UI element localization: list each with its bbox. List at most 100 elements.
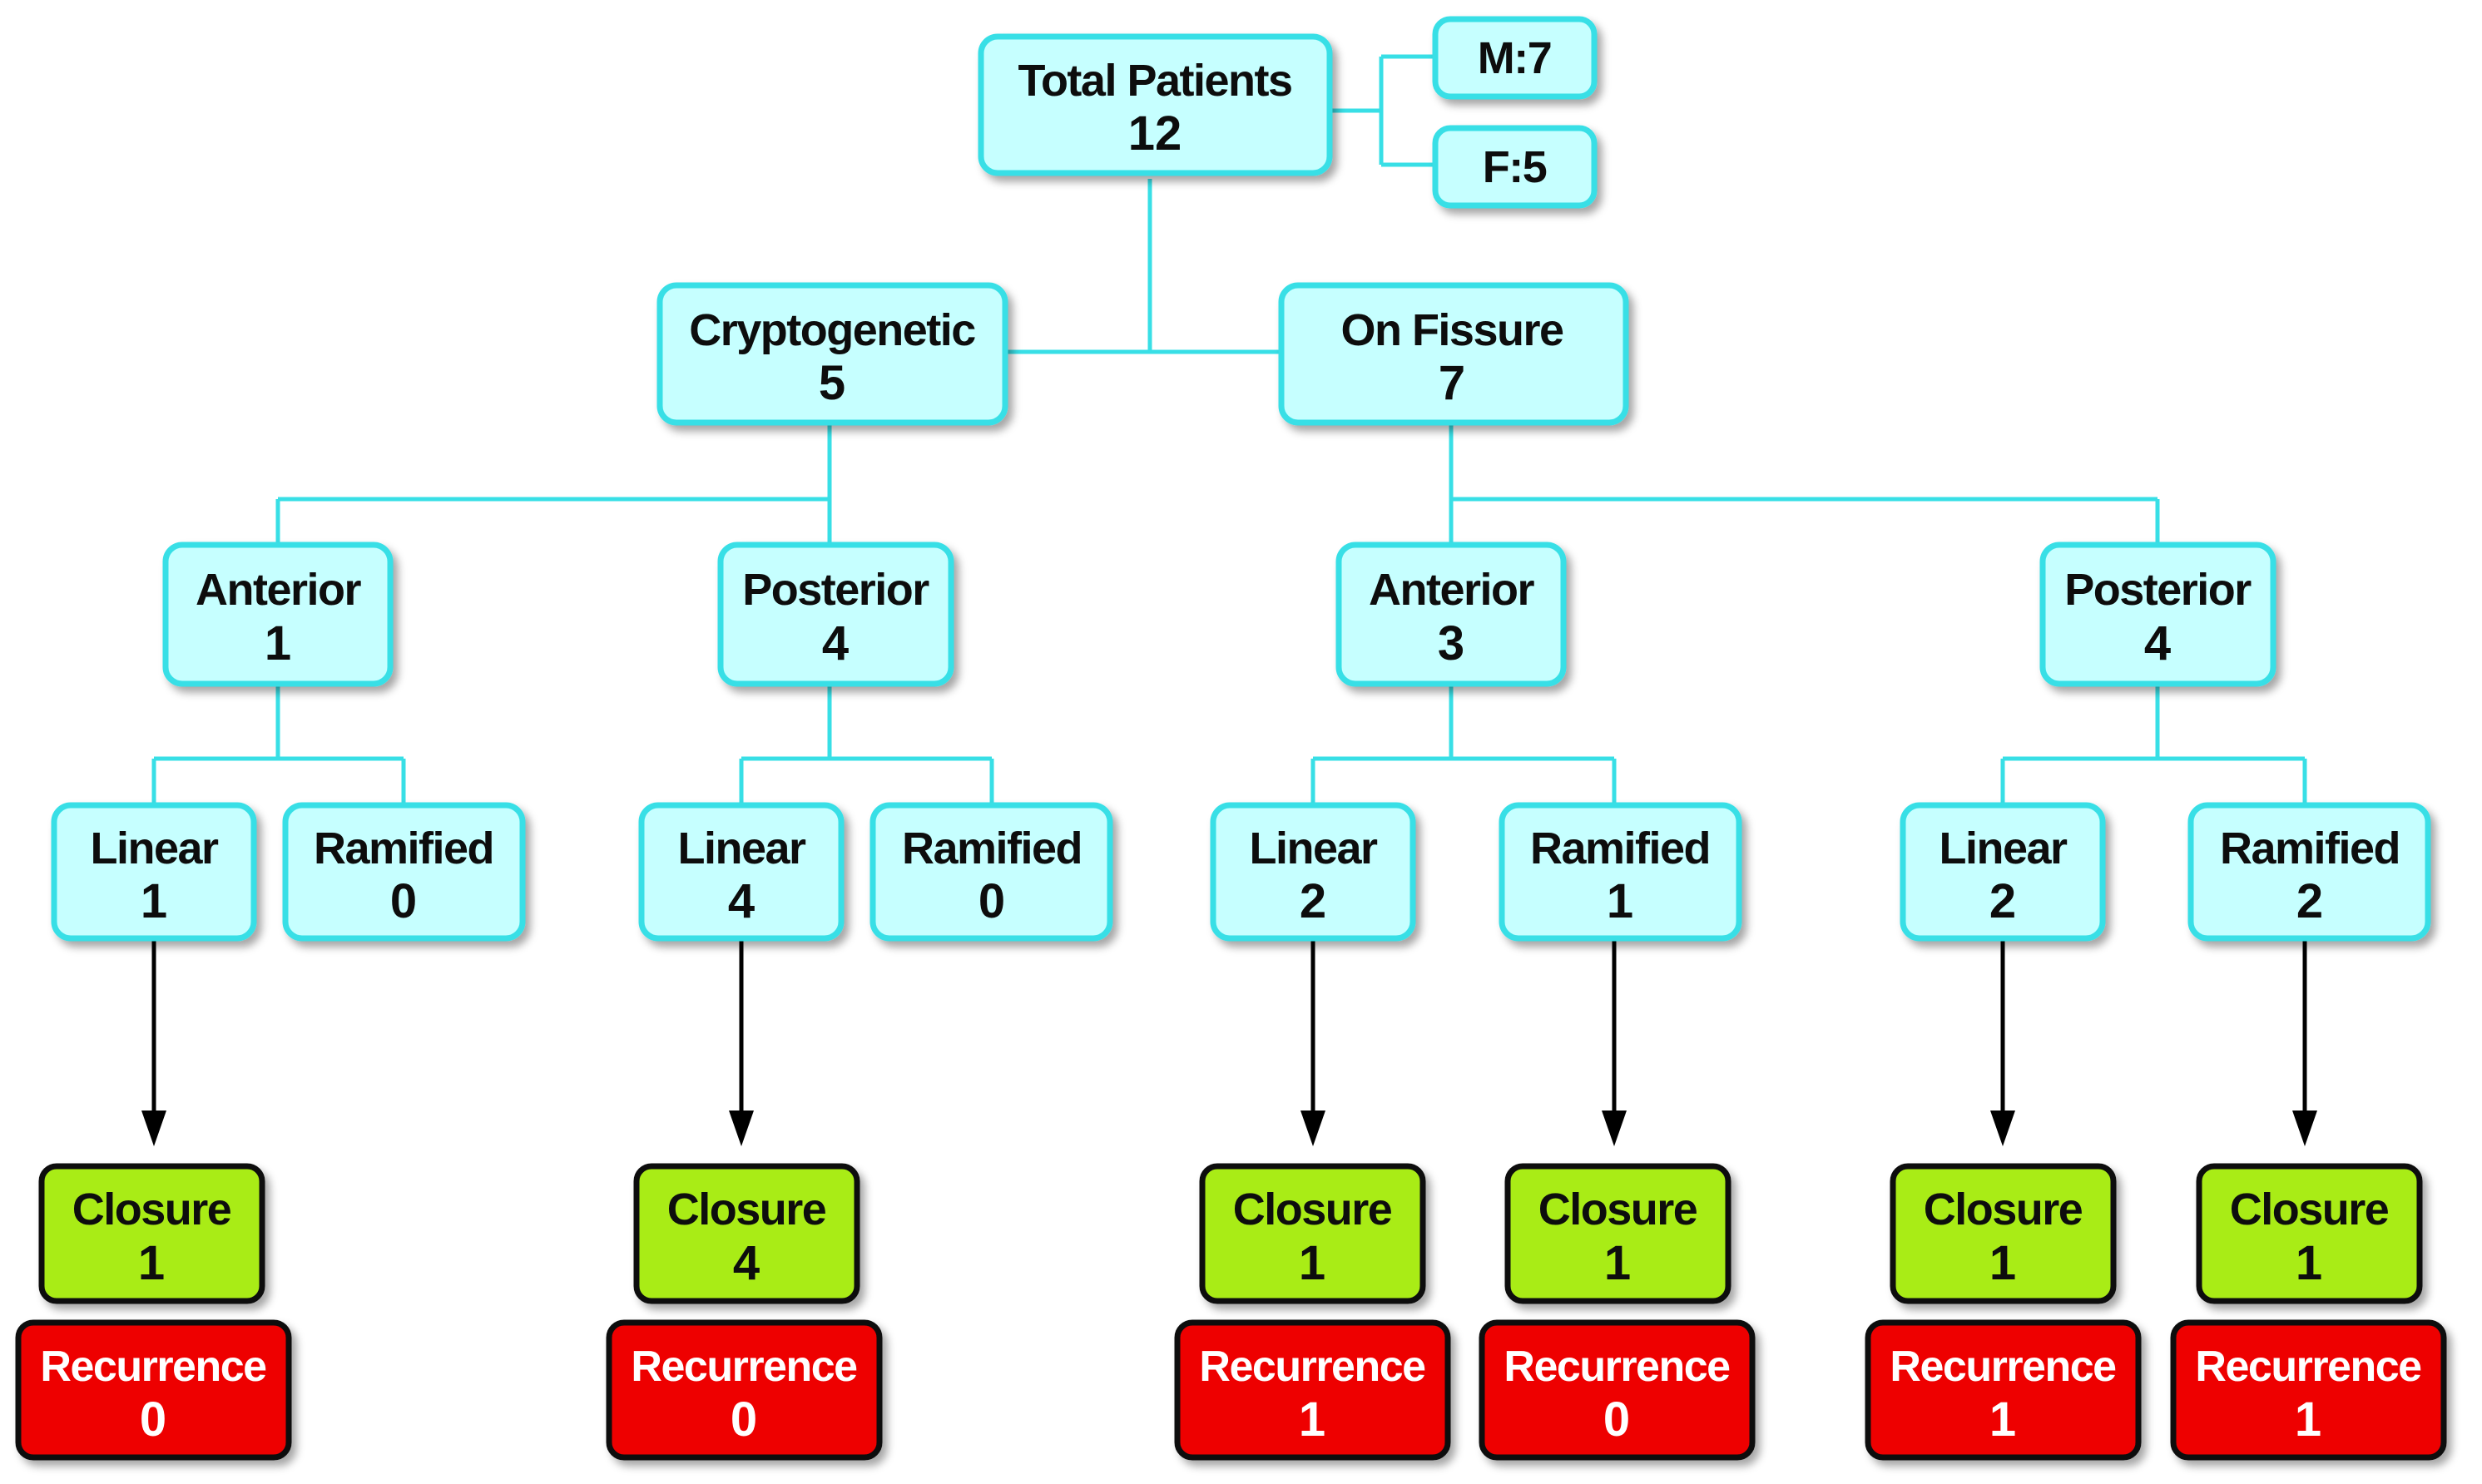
- node-label: Recurrence: [1199, 1343, 1425, 1391]
- node-recurrence-6: Recurrence 1: [2170, 1319, 2447, 1461]
- node-fa-ramified: Ramified 1: [1499, 802, 1742, 942]
- node-cp-linear: Linear 4: [638, 802, 845, 942]
- node-value: 5: [819, 356, 845, 410]
- arrow-fp-ramified: [2292, 940, 2317, 1146]
- arrow-fa-ramified: [1602, 940, 1627, 1146]
- node-recurrence-4: Recurrence 0: [1479, 1319, 1756, 1461]
- node-value: 2: [2296, 874, 2323, 928]
- node-cp-ramified: Ramified 0: [869, 802, 1113, 942]
- node-label: F:5: [1483, 142, 1547, 192]
- node-label: Ramified: [1530, 824, 1710, 873]
- connector-fa-shape: [1310, 686, 1617, 805]
- node-value: 3: [1438, 616, 1464, 670]
- node-value: 0: [978, 874, 1005, 928]
- node-fp-linear: Linear 2: [1900, 802, 2106, 942]
- node-closure-1: Closure 1: [38, 1163, 265, 1304]
- node-recurrence-5: Recurrence 1: [1865, 1319, 2142, 1461]
- node-label: M:7: [1478, 33, 1552, 83]
- node-closure-6: Closure 1: [2196, 1163, 2423, 1304]
- node-label: Closure: [667, 1185, 826, 1234]
- node-label: Ramified: [314, 824, 493, 873]
- node-fa-linear: Linear 2: [1210, 802, 1416, 942]
- node-fissure-anterior: Anterior 3: [1335, 542, 1567, 687]
- node-ca-linear: Linear 1: [51, 802, 257, 942]
- node-crypto-posterior: Posterior 4: [717, 542, 954, 687]
- arrow-cp-linear: [729, 940, 754, 1146]
- node-label: Linear: [1939, 824, 2068, 873]
- node-label: Recurrence: [1504, 1343, 1730, 1391]
- node-label: Anterior: [1369, 565, 1535, 615]
- node-label: Linear: [677, 824, 806, 873]
- arrow-fa-linear: [1300, 940, 1325, 1146]
- node-value: 4: [2144, 616, 2171, 670]
- node-label: On Fissure: [1340, 305, 1563, 355]
- node-label: Closure: [1233, 1185, 1392, 1234]
- connector-fissure-location: [1449, 424, 2160, 545]
- node-label: Recurrence: [1890, 1343, 2116, 1391]
- node-female: F:5: [1432, 125, 1598, 209]
- node-on-fissure: On Fissure 7: [1278, 282, 1629, 426]
- node-fp-ramified: Ramified 2: [2187, 802, 2431, 942]
- node-cryptogenetic: Cryptogenetic 5: [656, 282, 1008, 426]
- node-ca-ramified: Ramified 0: [282, 802, 526, 942]
- connector-total-etiology: [1005, 179, 1281, 354]
- arrows: [141, 940, 2317, 1146]
- node-recurrence-2: Recurrence 0: [606, 1319, 883, 1461]
- node-recurrence-3: Recurrence 1: [1174, 1319, 1451, 1461]
- node-label: Cryptogenetic: [689, 305, 975, 355]
- arrow-ca-linear: [141, 940, 166, 1146]
- node-label: Posterior: [742, 565, 929, 615]
- node-value: 2: [1300, 874, 1326, 928]
- node-label: Ramified: [902, 824, 1082, 873]
- arrow-fp-linear: [1990, 940, 2015, 1146]
- node-value: 0: [140, 1392, 166, 1447]
- node-value: 4: [822, 616, 849, 670]
- node-label: Closure: [72, 1185, 231, 1234]
- connectors: [151, 54, 2307, 805]
- node-value: 1: [2295, 1392, 2321, 1447]
- node-label: Closure: [2230, 1185, 2389, 1234]
- node-value: 1: [265, 616, 291, 670]
- node-label: Total Patients: [1018, 56, 1291, 106]
- connector-fp-shape: [2000, 686, 2307, 805]
- node-closure-2: Closure 4: [633, 1163, 860, 1304]
- node-value: 1: [1989, 1392, 2016, 1447]
- node-label: Recurrence: [631, 1343, 857, 1391]
- node-value: 7: [1439, 356, 1465, 410]
- node-value: 1: [2296, 1236, 2322, 1290]
- node-value: 1: [1607, 874, 1633, 928]
- node-label: Anterior: [196, 565, 362, 615]
- node-male: M:7: [1432, 16, 1598, 100]
- node-value: 1: [1299, 1392, 1325, 1447]
- node-value: 4: [728, 874, 755, 928]
- node-closure-3: Closure 1: [1199, 1163, 1426, 1304]
- node-label: Ramified: [2220, 824, 2400, 873]
- node-value: 1: [1604, 1236, 1631, 1290]
- connector-sex-bracket: [1330, 54, 1437, 167]
- node-label: Posterior: [2064, 565, 2252, 615]
- node-value: 0: [390, 874, 417, 928]
- node-value: 0: [1603, 1392, 1630, 1447]
- node-value: 1: [1299, 1236, 1325, 1290]
- node-label: Linear: [90, 824, 219, 873]
- node-value: 0: [731, 1392, 757, 1447]
- node-recurrence-1: Recurrence 0: [15, 1319, 292, 1461]
- connector-crypto-location: [275, 424, 832, 545]
- node-label: Closure: [1538, 1185, 1697, 1234]
- node-total-patients: Total Patients 12: [978, 33, 1333, 176]
- node-value: 2: [1989, 874, 2016, 928]
- connector-ca-shape: [151, 686, 406, 805]
- node-fissure-posterior: Posterior 4: [2039, 542, 2276, 687]
- node-value: 1: [1989, 1236, 2016, 1290]
- node-value: 1: [138, 1236, 165, 1290]
- node-value: 1: [141, 874, 167, 928]
- node-label: Recurrence: [2195, 1343, 2421, 1391]
- node-label: Closure: [1924, 1185, 2083, 1234]
- connector-cp-shape: [739, 686, 994, 805]
- node-closure-5: Closure 1: [1890, 1163, 2117, 1304]
- node-closure-4: Closure 1: [1504, 1163, 1731, 1304]
- node-label: Linear: [1249, 824, 1378, 873]
- node-crypto-anterior: Anterior 1: [162, 542, 394, 687]
- node-value: 12: [1128, 106, 1182, 161]
